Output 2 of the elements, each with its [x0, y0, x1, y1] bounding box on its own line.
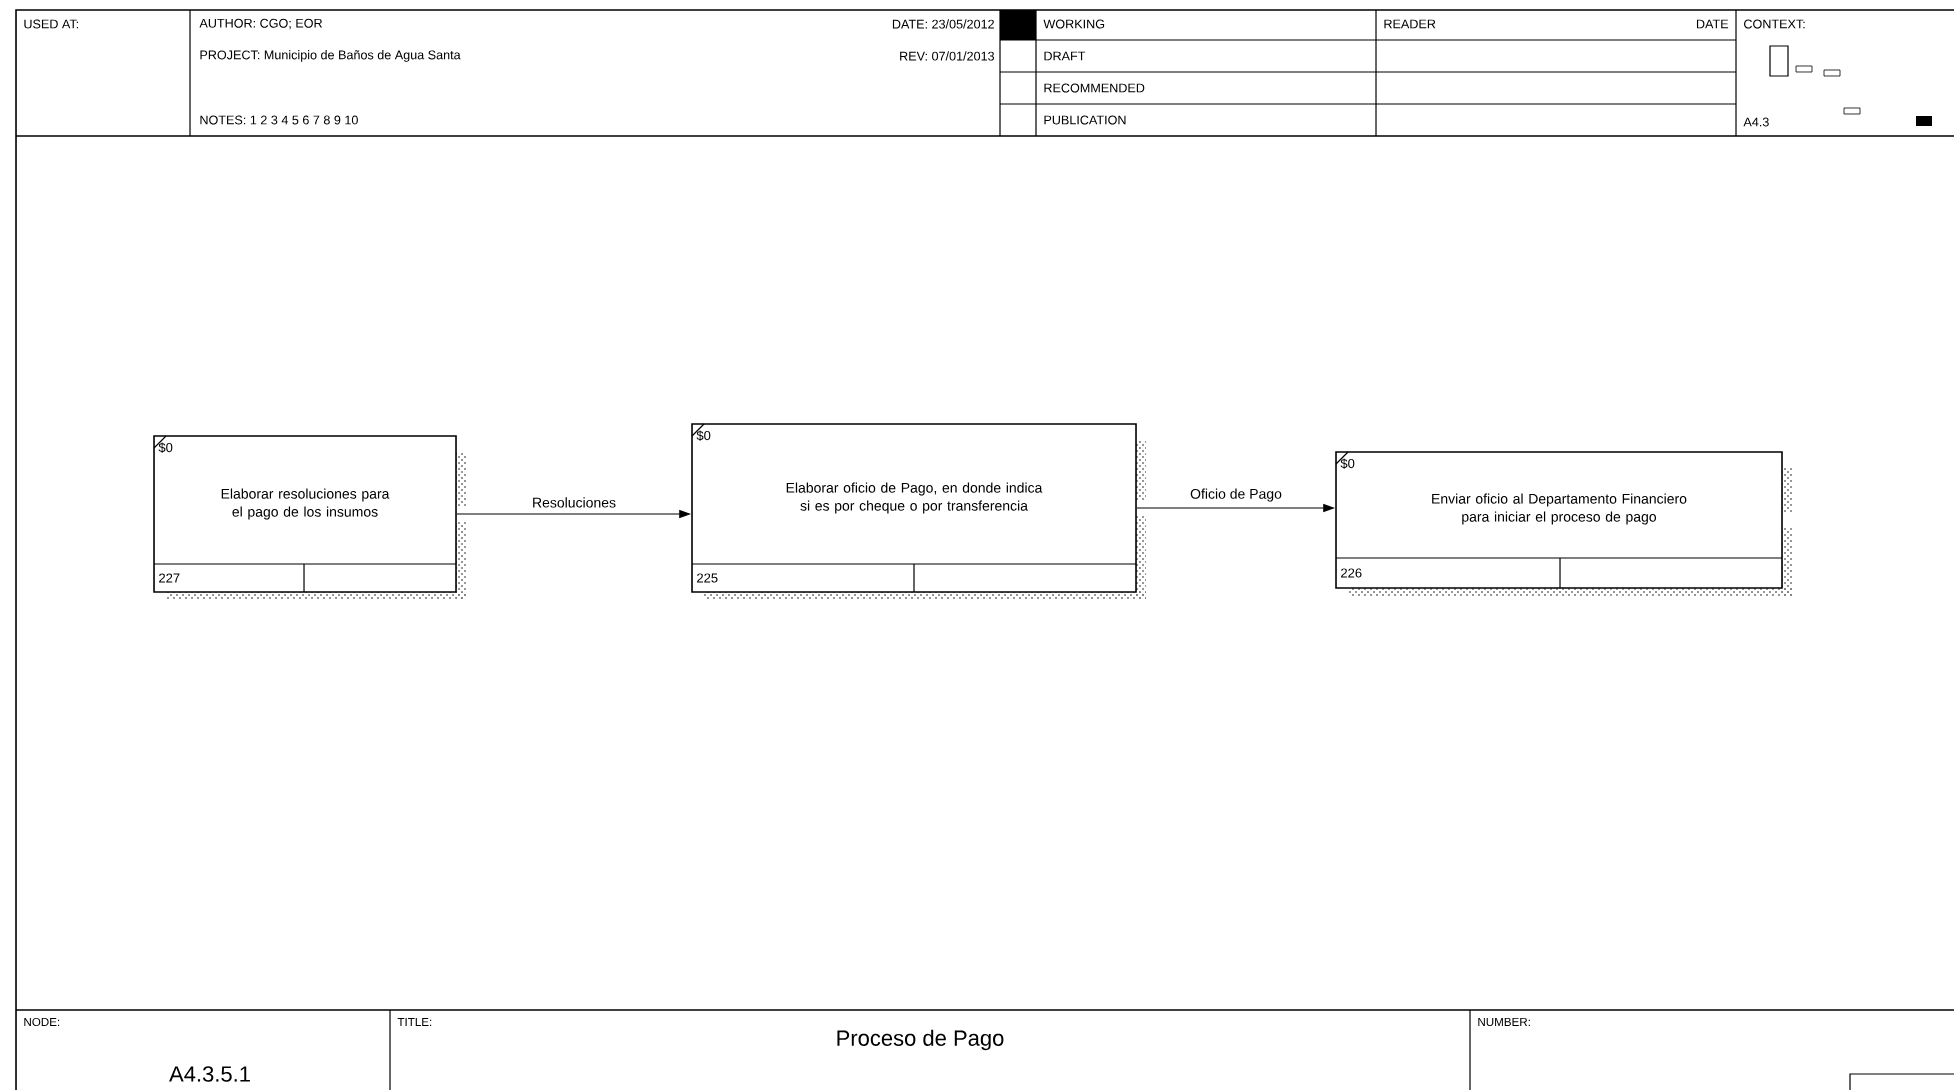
header-label: A4.3.5.1	[169, 1066, 250, 1082]
diagram-title: Proceso de Pago	[837, 1029, 1004, 1051]
